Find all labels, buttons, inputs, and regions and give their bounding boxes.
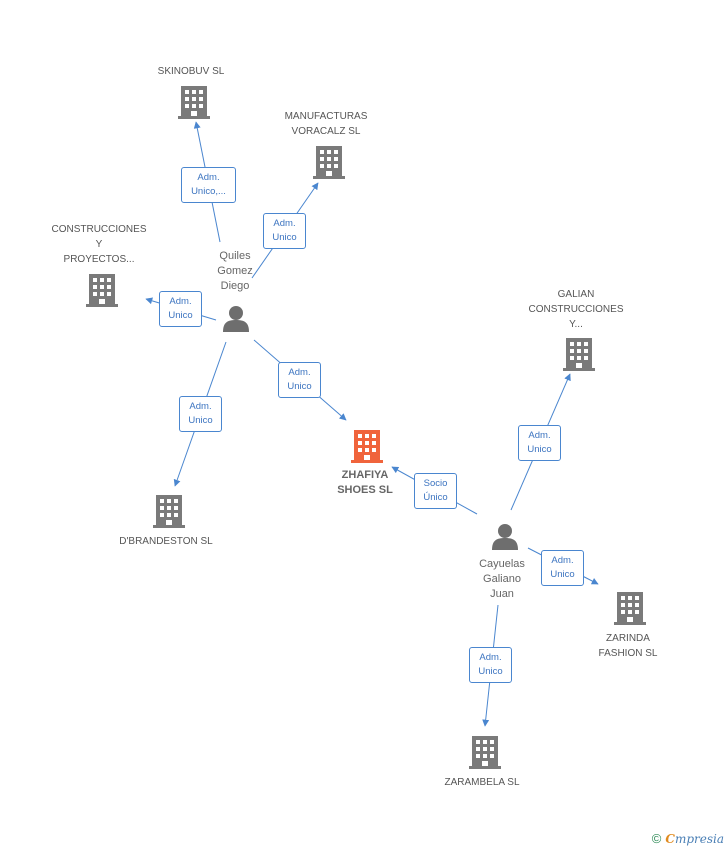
building-icon-construcciones: [86, 274, 118, 307]
building-icon-zarambela: [469, 736, 501, 769]
edge-label-cayuelas-zarinda[interactable]: Adm. Unico: [541, 550, 584, 586]
building-icon-skinobuv: [178, 86, 210, 119]
edge-label-quiles-skinobuv[interactable]: Adm. Unico,...: [181, 167, 236, 203]
company-label-dbrandeston[interactable]: D'BRANDESTON SL: [119, 536, 213, 547]
person-label-cayuelas[interactable]: Cayuelas Galiano Juan: [479, 558, 525, 600]
footer-brand: © Cmpresia: [652, 831, 724, 846]
company-label-skinobuv[interactable]: SKINOBUV SL: [157, 66, 225, 77]
copyright-icon: ©: [651, 831, 662, 846]
person-icon-cayuelas: [492, 524, 518, 550]
edge-label-quiles-construcciones[interactable]: Adm. Unico: [159, 291, 202, 327]
edge-label-cayuelas-zarambela[interactable]: Adm. Unico: [469, 647, 512, 683]
person-label-quiles[interactable]: Quiles Gomez Diego: [217, 250, 253, 292]
edge-label-quiles-dbrandeston[interactable]: Adm. Unico: [179, 396, 222, 432]
edge-label-cayuelas-galian[interactable]: Adm. Unico: [518, 425, 561, 461]
building-icon-dbrandeston: [153, 495, 185, 528]
building-icon-zarinda: [614, 592, 646, 625]
company-label-zhafiya[interactable]: ZHAFIYA SHOES SL: [337, 469, 393, 496]
company-label-zarinda[interactable]: ZARINDA FASHION SL: [598, 633, 658, 659]
brand-logo: Cmpresia: [665, 831, 724, 846]
edge-label-cayuelas-zhafiya[interactable]: Socio Único: [414, 473, 457, 509]
building-icon-zhafiya: [351, 430, 383, 463]
edge-label-quiles-zhafiya[interactable]: Adm. Unico: [278, 362, 321, 398]
building-icon-manufacturas: [313, 146, 345, 179]
building-icon-galian: [563, 338, 595, 371]
company-label-construcciones[interactable]: CONSTRUCCIONES Y PROYECTOS...: [51, 224, 147, 265]
company-label-galian[interactable]: GALIAN CONSTRUCCIONES Y...: [528, 289, 624, 330]
company-label-manufacturas[interactable]: MANUFACTURAS VORACALZ SL: [284, 111, 368, 137]
company-label-zarambela[interactable]: ZARAMBELA SL: [444, 777, 520, 788]
person-icon-quiles: [223, 306, 249, 332]
edge-label-quiles-manufacturas[interactable]: Adm. Unico: [263, 213, 306, 249]
